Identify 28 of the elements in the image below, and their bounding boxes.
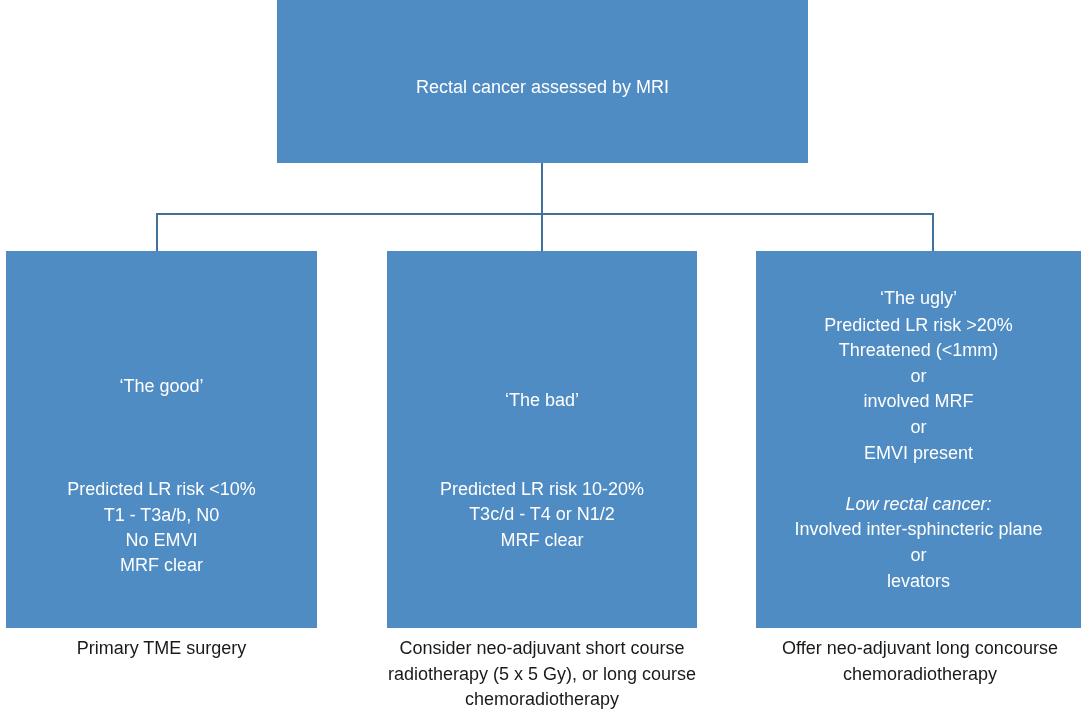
box-text: No EMVI — [124, 529, 199, 552]
box-text: Rectal cancer assessed by MRI — [414, 76, 671, 99]
category-box — [6, 251, 317, 628]
box-text: ‘The good’ — [118, 375, 205, 398]
box-text: levators — [886, 570, 951, 593]
box-text: or — [909, 544, 928, 567]
box-text: Low rectal cancer: — [844, 493, 993, 516]
category-box — [277, 0, 808, 163]
category-box — [387, 251, 697, 628]
box-text: or — [909, 365, 928, 388]
box-text: MRF clear — [499, 529, 585, 552]
box-text: ‘The ugly’ — [878, 287, 958, 310]
box-text: Predicted LR risk 10-20% — [438, 478, 646, 501]
box-text: Involved inter-sphincteric plane — [793, 518, 1044, 541]
box-text: Predicted LR risk <10% — [66, 478, 257, 501]
box-text: or — [909, 416, 928, 439]
box-text: Predicted LR risk >20% — [823, 314, 1014, 337]
box-text: ‘The bad’ — [503, 389, 581, 412]
box-text: MRF clear — [119, 554, 204, 577]
treatment-caption: Offer neo-adjuvant long concourse chemoradiotherapy — [781, 637, 1059, 686]
treatment-caption: Primary TME surgery — [75, 637, 248, 660]
box-text: T3c/d - T4 or N1/2 — [468, 503, 616, 526]
box-text: involved MRF — [862, 390, 975, 413]
box-text: Threatened (<1mm) — [837, 339, 1000, 362]
category-box — [756, 251, 1081, 628]
box-text: T1 - T3a/b, N0 — [102, 504, 221, 527]
treatment-caption: Consider neo-adjuvant short course radiotherapy (5 x 5 Gy), or long course chemoradiotherapy — [386, 637, 698, 711]
box-text: EMVI present — [862, 442, 974, 465]
